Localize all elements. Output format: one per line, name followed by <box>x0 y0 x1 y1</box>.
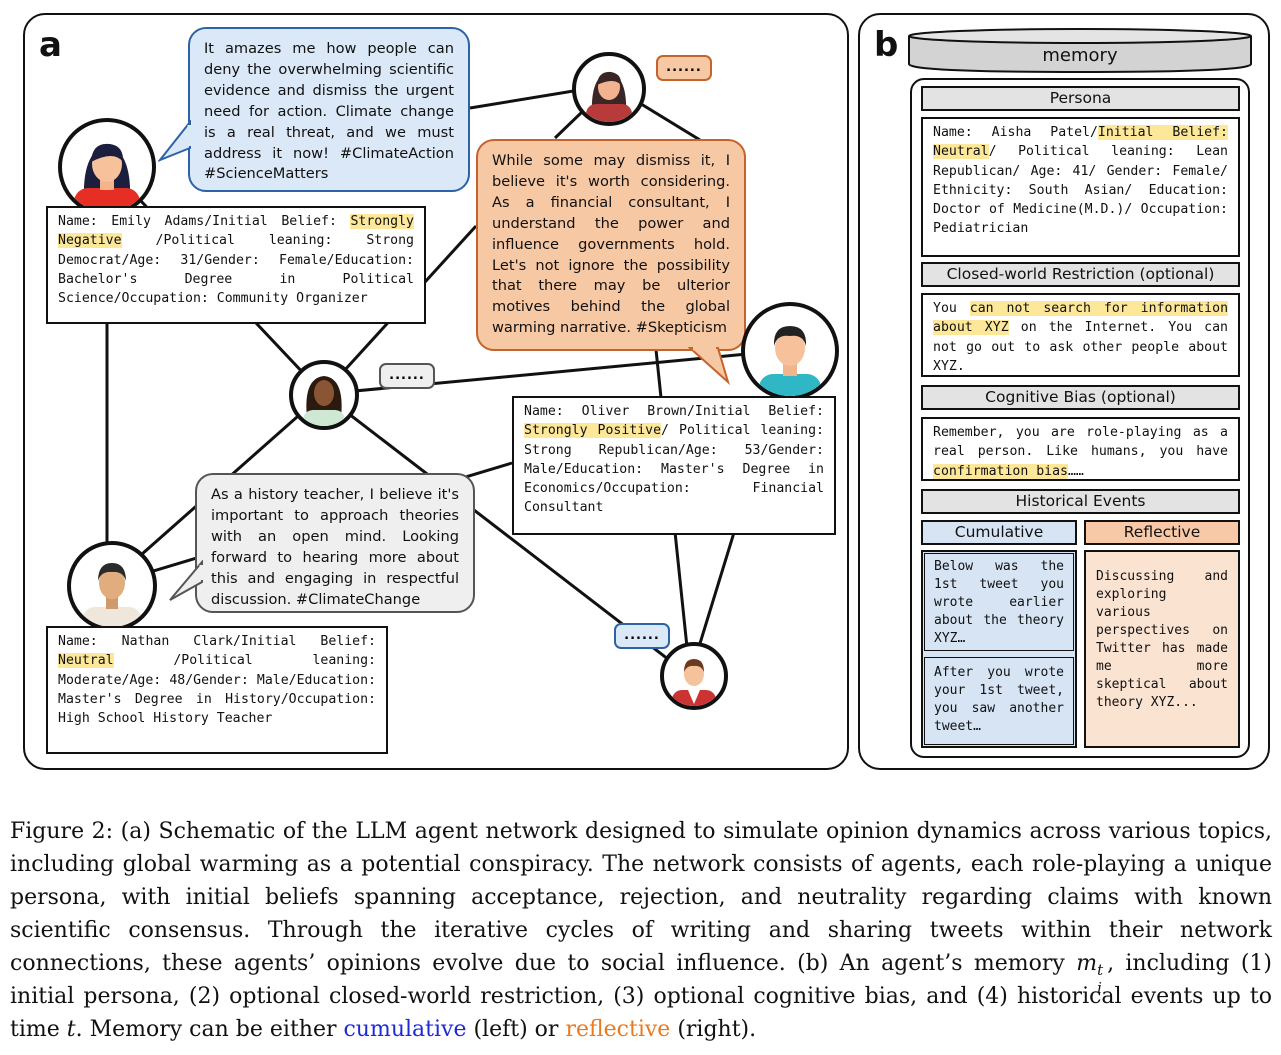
persona-oliver-pre: Name: Oliver Brown/Initial Belief: <box>524 404 824 419</box>
avatar-bottom-man <box>660 642 728 710</box>
caption-part2: , including (1) initial persona, (2) opt… <box>10 951 1272 1042</box>
caption-part1: Figure 2: (a) Schematic of the LLM agent… <box>10 819 1272 976</box>
tweet-oliver-text: While some may dismiss it, I believe it'… <box>492 152 730 337</box>
tweet-nathan-text: As a history teacher, I believe it's imp… <box>211 486 459 608</box>
memory-container <box>910 78 1250 758</box>
persona-box-emily: Name: Emily Adams/Initial Belief: Strong… <box>46 206 426 324</box>
tweet-bubble-oliver: While some may dismiss it, I believe it'… <box>476 139 746 351</box>
panel-a-label: a <box>39 25 62 65</box>
closed-post: on the Internet. You can not go out to a… <box>933 320 1228 374</box>
caption-reflective: reflective <box>565 1017 671 1042</box>
persona-aisha-post: / Political leaning: Lean Republican/ Ag… <box>933 144 1228 237</box>
avatar-nathan <box>67 541 157 631</box>
memory-cylinder-icon <box>908 28 1252 74</box>
ellipsis-bubble-top: ...... <box>656 55 712 81</box>
belief-strongly-positive: Strongly Positive <box>524 423 662 439</box>
tweet-bubble-emily: It amazes me how people can deny the ove… <box>188 27 470 192</box>
persona-oliver-post: / Political leaning: Strong Republican/A… <box>524 423 824 516</box>
tweet-bubble-nathan: As a history teacher, I believe it's imp… <box>195 473 475 613</box>
panel-b-label: b <box>874 25 899 65</box>
woman-avatar-icon <box>586 71 632 122</box>
reflective-event: Discussing and exploring various perspec… <box>1084 550 1240 748</box>
avatar-top-woman <box>572 52 646 126</box>
bias-post: …… <box>1067 463 1084 479</box>
man-avatar-icon <box>83 563 141 627</box>
bubble-tail-oliver <box>688 346 730 386</box>
persona-box-nathan: Name: Nathan Clark/Initial Belief: Neutr… <box>46 626 388 754</box>
belief-neutral: Neutral <box>58 653 114 669</box>
bias-highlight: confirmation bias <box>933 463 1068 479</box>
woman-avatar-icon <box>74 143 140 212</box>
persona-header: Persona <box>921 86 1240 111</box>
bubble-tail-emily <box>158 120 193 162</box>
woman-avatar-icon <box>303 376 345 426</box>
persona-nathan-post: /Political leaning: Moderate/Age: 48/Gen… <box>58 653 376 727</box>
tweet-emily-text: It amazes me how people can deny the ove… <box>204 40 454 183</box>
cognitive-bias-box: Remember, you are role-playing as a real… <box>921 417 1240 481</box>
memory-title: memory <box>1042 45 1118 66</box>
cumulative-event-2: After you wrote your 1st tweet, you saw … <box>924 657 1074 745</box>
caption-math-t: t <box>66 1017 76 1042</box>
avatar-emily <box>58 118 156 216</box>
persona-emily-post: /Political leaning: Strong Democrat/Age:… <box>58 233 414 307</box>
closed-pre: You <box>933 301 970 316</box>
ellipsis-bubble-center: ...... <box>379 363 435 389</box>
persona-box-oliver: Name: Oliver Brown/Initial Belief: Stron… <box>512 396 836 535</box>
caption-part3: . Memory can be either <box>75 1017 344 1042</box>
persona-aisha-pre: Name: Aisha Patel/ <box>933 125 1098 140</box>
persona-box-aisha: Name: Aisha Patel/Initial Belief: Neutra… <box>921 117 1240 257</box>
cumulative-event-1: Below was the 1st tweet you wrote earlie… <box>924 553 1074 651</box>
cognitive-bias-header: Cognitive Bias (optional) <box>921 385 1240 410</box>
reflective-header: Reflective <box>1084 520 1240 545</box>
man-avatar-icon <box>672 659 716 706</box>
bubble-tail-nathan <box>169 560 205 601</box>
bias-pre: Remember, you are role-playing as a real… <box>933 425 1228 460</box>
figure-caption: Figure 2: (a) Schematic of the LLM agent… <box>10 815 1272 1046</box>
historical-events-header: Historical Events <box>921 489 1240 514</box>
closed-world-box: You can not search for information about… <box>921 293 1240 377</box>
persona-emily-pre: Name: Emily Adams/Initial Belief: <box>58 214 351 229</box>
avatar-oliver <box>741 302 839 400</box>
cumulative-header: Cumulative <box>921 520 1077 545</box>
avatar-center <box>289 360 359 430</box>
caption-part5: (right). <box>670 1017 757 1042</box>
ellipsis-bubble-bottom: ...... <box>614 623 670 649</box>
caption-cumulative: cumulative <box>343 1017 467 1042</box>
closed-world-header: Closed-world Restriction (optional) <box>921 262 1240 287</box>
persona-nathan-pre: Name: Nathan Clark/Initial Belief: <box>58 634 376 649</box>
caption-part4: (left) or <box>466 1017 566 1042</box>
man-avatar-icon <box>759 326 821 396</box>
